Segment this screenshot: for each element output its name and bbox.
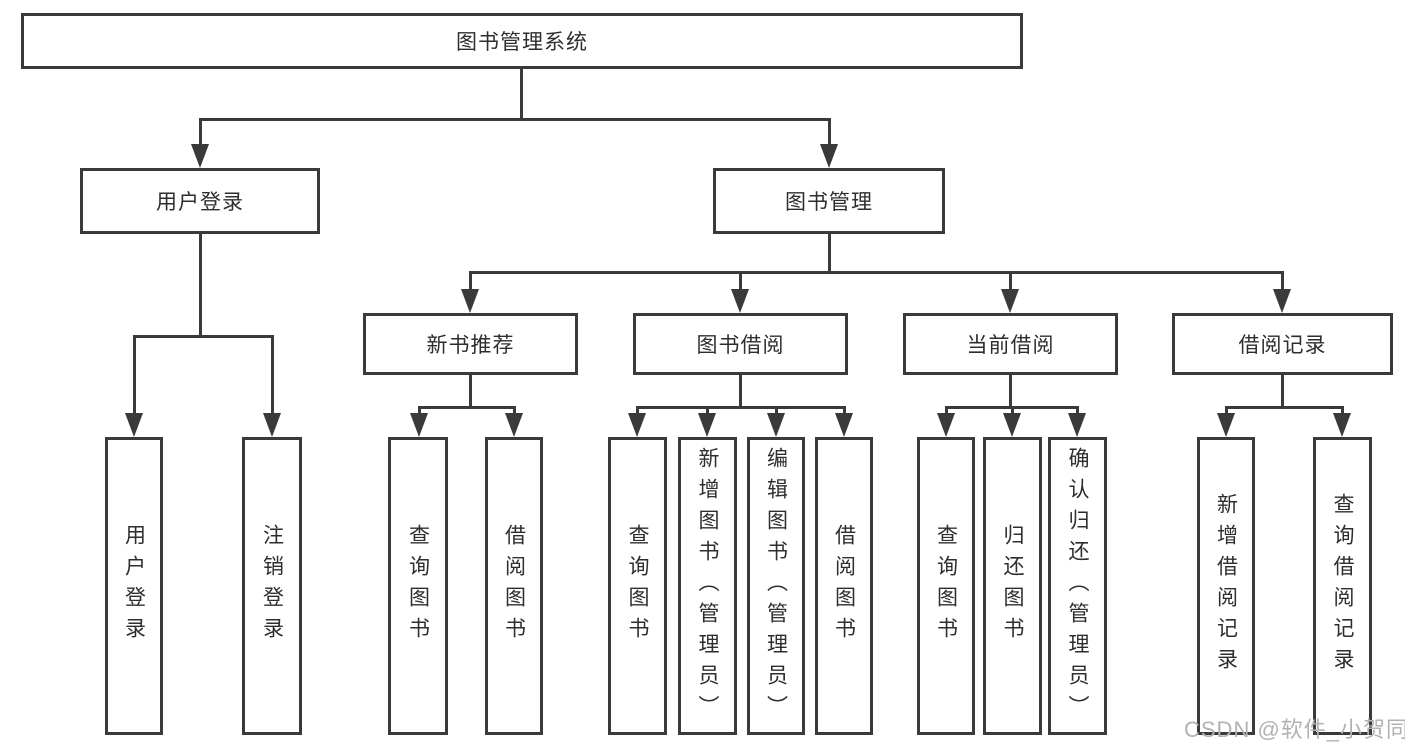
arrow-down-icon xyxy=(191,144,209,168)
leaf-add-books-admin: 新增图书（管理员） xyxy=(678,437,737,735)
node-current-borrowing-label: 当前借阅 xyxy=(966,334,1055,357)
leaf-borrow-books-recommend-label: 借阅图书 xyxy=(502,524,526,648)
leaf-query-books-current: 查询图书 xyxy=(917,437,975,735)
watermark: CSDN @软件_小贺同学 xyxy=(1184,717,1405,742)
node-current-borrowing: 当前借阅 xyxy=(903,313,1118,375)
node-book-borrowing-label: 图书借阅 xyxy=(696,334,785,357)
connector-to-leaf xyxy=(945,406,948,416)
connector-book-borrow-rail xyxy=(636,406,845,409)
node-book-borrowing: 图书借阅 xyxy=(633,313,848,375)
connector-book-mgmt-stem xyxy=(828,234,831,271)
leaf-query-books-recommend: 查询图书 xyxy=(388,437,448,735)
arrow-down-icon xyxy=(628,413,646,437)
arrow-down-icon xyxy=(1001,289,1019,313)
leaf-borrow-books: 借阅图书 xyxy=(815,437,873,735)
arrow-down-icon xyxy=(1068,413,1086,437)
arrow-down-icon xyxy=(1003,413,1021,437)
leaf-add-borrow-record: 新增借阅记录 xyxy=(1197,437,1255,735)
connector-to-book-borrow xyxy=(739,271,742,291)
leaf-add-borrow-record-label: 新增借阅记录 xyxy=(1214,493,1238,679)
connector-to-book-mgmt xyxy=(828,118,831,148)
connector-root-stem xyxy=(520,69,523,118)
leaf-confirm-return-admin: 确认归还（管理员） xyxy=(1048,437,1107,735)
leaf-edit-books-admin-label: 编辑图书（管理员） xyxy=(764,446,788,726)
connector-user-login-stem xyxy=(199,234,202,335)
leaf-query-borrow-record: 查询借阅记录 xyxy=(1313,437,1372,735)
connector-current-borrow-stem xyxy=(1009,375,1012,406)
connector-book-borrow-stem xyxy=(739,375,742,406)
connector-to-leaf xyxy=(133,335,136,415)
connector-new-books-stem xyxy=(469,375,472,406)
connector-level2-rail xyxy=(469,271,1283,274)
arrow-down-icon xyxy=(1333,413,1351,437)
connector-user-login-rail xyxy=(133,335,273,338)
connector-borrow-records-stem xyxy=(1281,375,1284,406)
leaf-query-books-recommend-label: 查询图书 xyxy=(406,524,430,648)
arrow-down-icon xyxy=(820,144,838,168)
connector-to-leaf xyxy=(418,406,421,416)
node-user-login: 用户登录 xyxy=(80,168,320,234)
arrow-down-icon xyxy=(505,413,523,437)
arrow-down-icon xyxy=(1217,413,1235,437)
leaf-query-borrow-record-label: 查询借阅记录 xyxy=(1331,493,1354,679)
connector-to-leaf xyxy=(636,406,639,416)
node-book-management-label: 图书管理 xyxy=(785,191,873,214)
connector-to-leaf xyxy=(775,406,778,416)
arrow-down-icon xyxy=(698,413,716,437)
connector-new-books-rail xyxy=(418,406,515,409)
node-borrowing-records: 借阅记录 xyxy=(1172,313,1393,375)
node-new-book-recommend: 新书推荐 xyxy=(363,313,578,375)
leaf-borrow-books-label: 借阅图书 xyxy=(832,524,856,648)
leaf-edit-books-admin: 编辑图书（管理员） xyxy=(747,437,805,735)
node-user-login-label: 用户登录 xyxy=(156,191,244,214)
node-library-system: 图书管理系统 xyxy=(21,13,1023,69)
leaf-logout-label: 注销登录 xyxy=(260,524,284,648)
arrow-down-icon xyxy=(125,413,143,437)
arrow-down-icon xyxy=(410,413,428,437)
arrow-down-icon xyxy=(1273,289,1291,313)
node-borrowing-records-label: 借阅记录 xyxy=(1238,334,1327,357)
leaf-user-login-label: 用户登录 xyxy=(122,524,146,648)
leaf-return-books-label: 归还图书 xyxy=(1001,524,1024,648)
arrow-down-icon xyxy=(767,413,785,437)
connector-to-leaf xyxy=(1076,406,1079,416)
arrow-down-icon xyxy=(937,413,955,437)
connector-to-leaf xyxy=(271,335,274,415)
connector-to-borrow-records xyxy=(1281,271,1284,291)
connector-to-leaf xyxy=(513,406,516,416)
node-new-book-recommend-label: 新书推荐 xyxy=(426,334,515,357)
node-library-system-label: 图书管理系统 xyxy=(456,31,588,54)
leaf-borrow-books-recommend: 借阅图书 xyxy=(485,437,543,735)
leaf-user-login: 用户登录 xyxy=(105,437,163,735)
leaf-confirm-return-admin-label: 确认归还（管理员） xyxy=(1066,446,1089,726)
connector-borrow-records-rail xyxy=(1225,406,1343,409)
leaf-add-books-admin-label: 新增图书（管理员） xyxy=(696,446,719,726)
leaf-return-books: 归还图书 xyxy=(983,437,1042,735)
arrow-down-icon xyxy=(263,413,281,437)
leaf-logout: 注销登录 xyxy=(242,437,302,735)
connector-to-leaf xyxy=(1341,406,1344,416)
connector-to-leaf xyxy=(1225,406,1228,416)
connector-to-leaf xyxy=(843,406,846,416)
arrow-down-icon xyxy=(835,413,853,437)
leaf-query-books-borrowing-label: 查询图书 xyxy=(626,524,649,648)
connector-to-leaf xyxy=(706,406,709,416)
leaf-query-books-borrowing: 查询图书 xyxy=(608,437,667,735)
connector-to-new-books xyxy=(469,271,472,291)
connector-to-current-borrow xyxy=(1009,271,1012,291)
node-book-management: 图书管理 xyxy=(713,168,945,234)
arrow-down-icon xyxy=(461,289,479,313)
connector-level1-rail xyxy=(199,118,830,121)
connector-to-user-login xyxy=(199,118,202,148)
leaf-query-books-current-label: 查询图书 xyxy=(934,524,958,648)
arrow-down-icon xyxy=(731,289,749,313)
connector-to-leaf xyxy=(1011,406,1014,416)
